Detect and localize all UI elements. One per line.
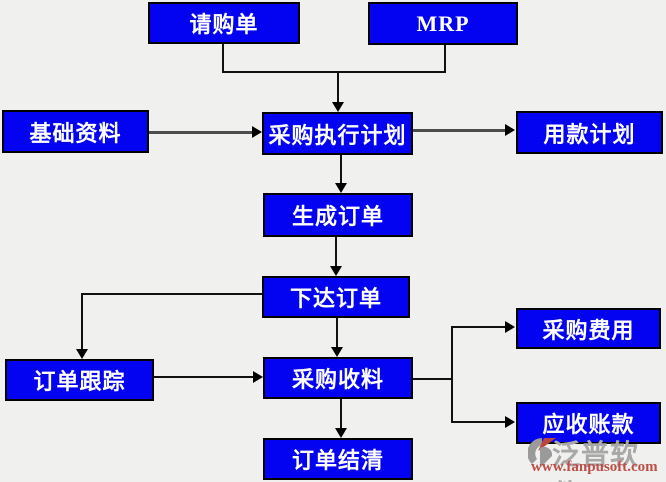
- watermark-brand: 泛普软件: [552, 440, 640, 482]
- node-accounts-receivable: 应收账款: [516, 402, 661, 444]
- node-label: 用款计划: [543, 121, 636, 147]
- connector-branch-vertical: [451, 326, 453, 423]
- connector-to-expense: [451, 326, 506, 328]
- arrowhead-expense: [505, 321, 515, 333]
- node-funding-plan: 用款计划: [516, 111, 663, 154]
- connector-basic-data: [149, 131, 254, 134]
- node-label: 基础资料: [29, 120, 122, 146]
- connector-issue-order: [335, 237, 337, 267]
- node-label: 采购收料: [291, 367, 384, 392]
- node-procurement-expense: 采购费用: [516, 308, 661, 349]
- fanpusoft-logo-icon: [528, 438, 556, 468]
- node-label: 请购单: [189, 12, 259, 37]
- connector-generate-order: [340, 155, 342, 184]
- node-order-settlement: 订单结清: [263, 438, 413, 480]
- connector-issue-to-tracking-h: [81, 293, 262, 295]
- node-mrp: MRP: [368, 2, 518, 45]
- arrowhead-to-execution-plan: [332, 102, 344, 112]
- node-purchase-request: 请购单: [148, 2, 300, 44]
- arrowhead-funding-plan: [505, 124, 515, 136]
- node-procurement-execution-plan: 采购执行计划: [262, 112, 413, 155]
- node-order-tracking: 订单跟踪: [5, 359, 154, 401]
- node-issue-order: 下达订单: [262, 276, 410, 318]
- node-generate-order: 生成订单: [263, 193, 413, 237]
- node-basic-data: 基础资料: [2, 110, 149, 153]
- connector-merge-drop: [337, 71, 339, 103]
- connector-merge-line: [222, 71, 446, 73]
- node-label: 应收账款: [542, 412, 635, 437]
- node-label: 采购费用: [542, 317, 635, 343]
- node-label: MRP: [416, 10, 470, 36]
- connector-mrp-stub: [444, 45, 446, 73]
- connector-issue-to-tracking-v: [81, 293, 83, 350]
- arrowhead-receiving: [331, 347, 343, 357]
- connector-to-receivable: [451, 421, 506, 423]
- connector-receiving-right: [413, 378, 453, 380]
- arrowhead-order-tracking: [76, 349, 88, 359]
- arrowhead-tracking-to-receiving: [253, 371, 263, 383]
- connector-receiving: [336, 318, 338, 348]
- connector-tracking-to-receiving: [154, 376, 254, 378]
- arrowhead-issue-order: [330, 266, 342, 276]
- node-procurement-receiving: 采购收料: [263, 357, 413, 399]
- arrowhead-settlement: [335, 428, 347, 438]
- watermark-url: www.fanpusoft.com: [531, 459, 658, 475]
- node-label: 采购执行计划: [268, 122, 407, 148]
- node-label: 下达订单: [289, 286, 382, 311]
- node-label: 生成订单: [291, 204, 384, 229]
- connector-funding-plan: [413, 129, 507, 132]
- arrowhead-generate-order: [335, 183, 347, 193]
- connector-purchase-request-stub: [222, 44, 224, 73]
- node-label: 订单结清: [291, 448, 384, 473]
- node-label: 订单跟踪: [33, 369, 126, 394]
- arrowhead-receivable: [505, 416, 515, 428]
- connector-settlement: [340, 399, 342, 429]
- arrowhead-basic-data: [252, 126, 262, 138]
